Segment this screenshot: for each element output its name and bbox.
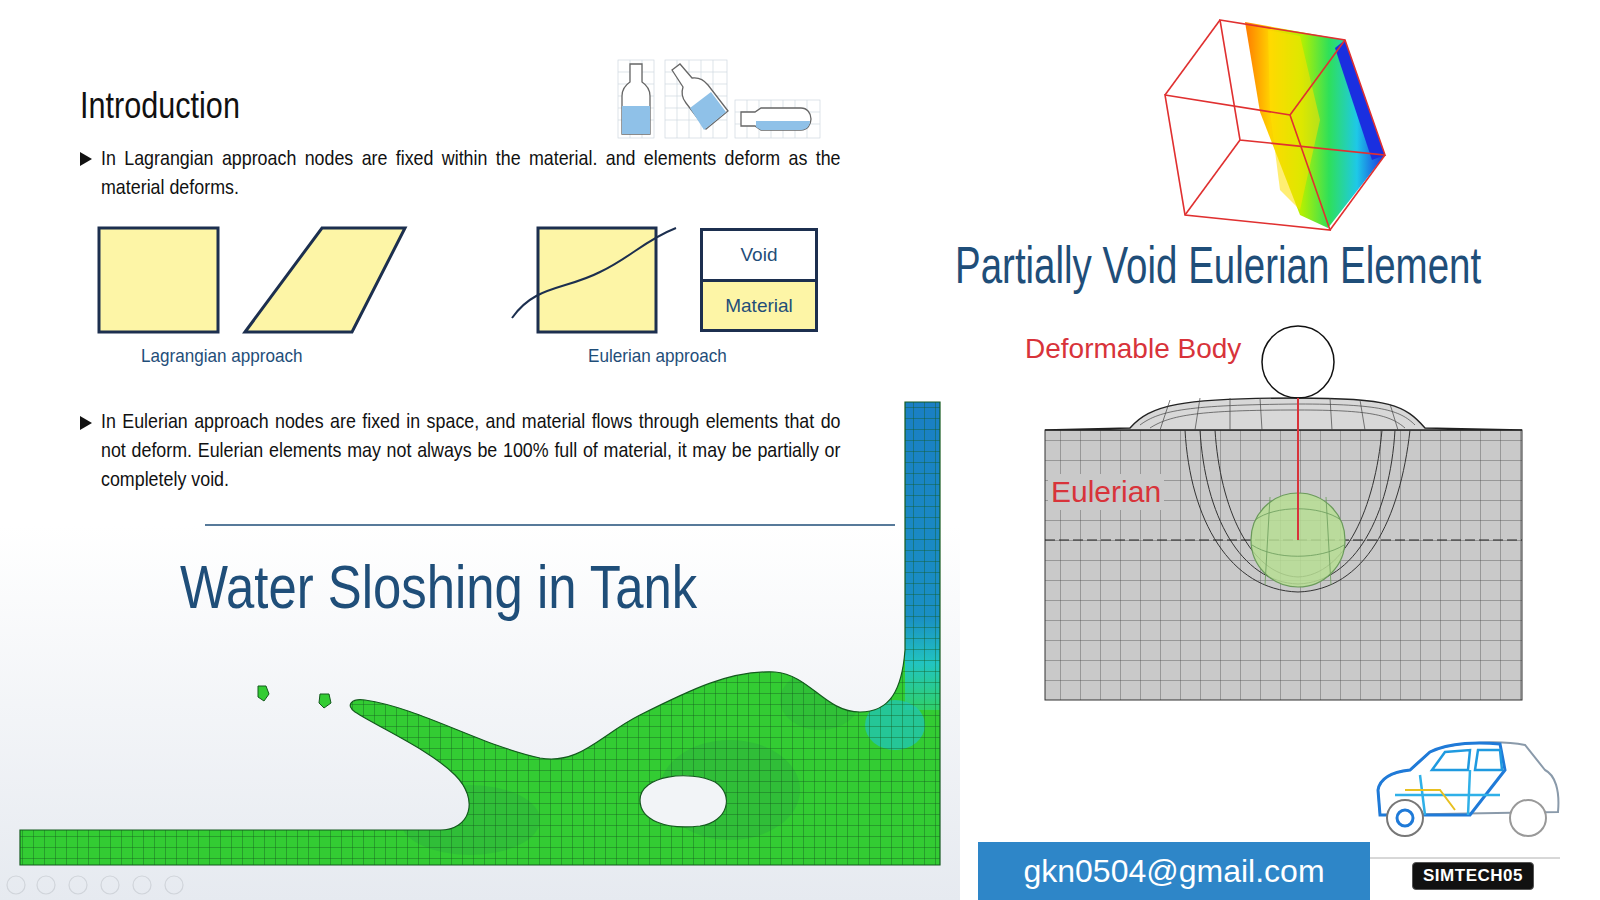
box-text: Void	[741, 244, 778, 266]
email-banner: gkn0504@gmail.com	[978, 842, 1370, 900]
material-region: Material	[700, 279, 818, 332]
figure-caption: Eulerian approach	[588, 345, 727, 368]
bullet-text: In Eulerian approach nodes are fixed in …	[101, 407, 841, 494]
figure-caption: Lagrangian approach	[141, 345, 303, 368]
logo-badge: SIMTECH05	[1412, 862, 1534, 890]
section-heading: Partially Void Eulerian Element	[955, 234, 1481, 296]
section-heading: Water Sloshing in Tank	[180, 550, 697, 624]
void-region: Void	[700, 228, 818, 282]
box-text: Material	[725, 295, 793, 317]
bullet-text: In Lagrangian approach nodes are fixed w…	[101, 144, 841, 202]
box-text: SIMTECH05	[1423, 866, 1523, 886]
box-text: gkn0504@gmail.com	[1023, 853, 1324, 890]
callout-label: Deformable Body	[1025, 332, 1241, 366]
callout-label: Eulerian	[1048, 474, 1164, 510]
slide-heading: Introduction	[80, 84, 240, 127]
